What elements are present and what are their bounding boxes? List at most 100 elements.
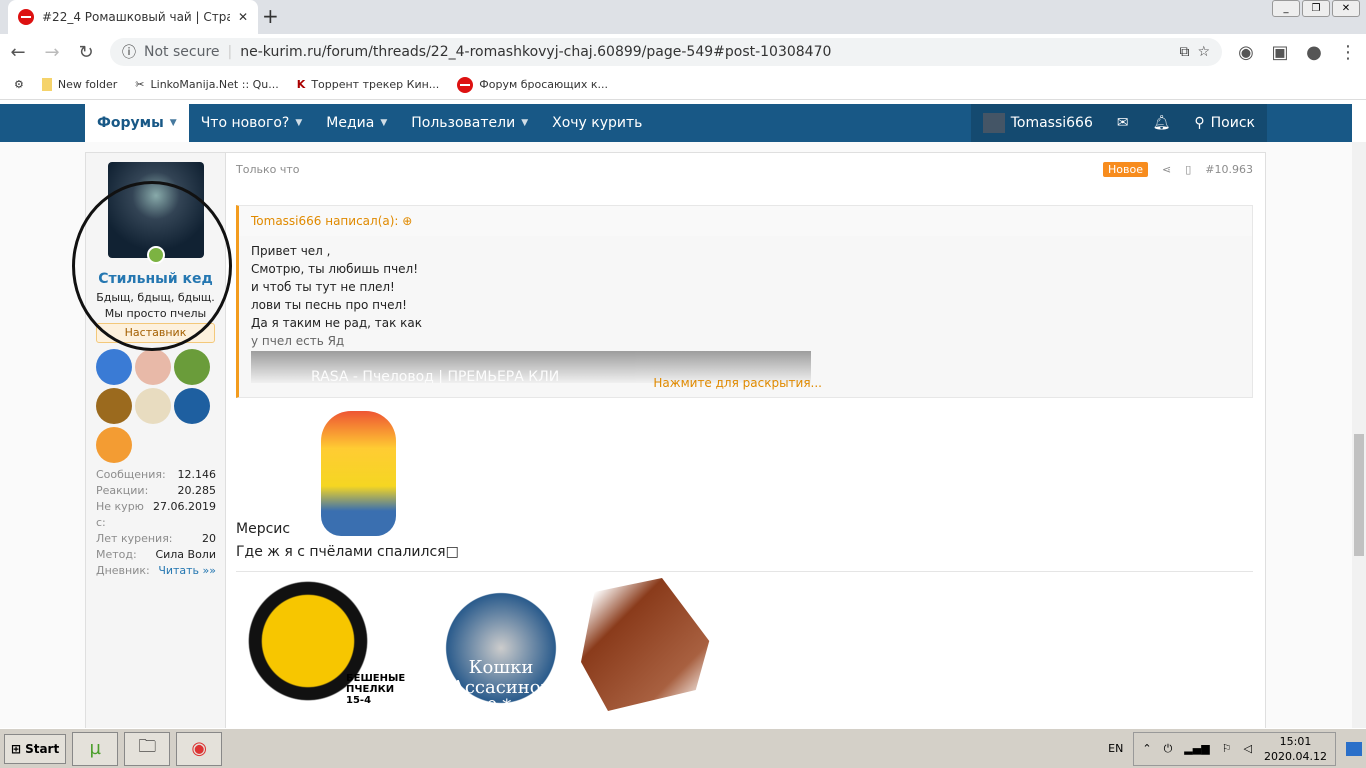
minion-sticker-image [321, 411, 396, 536]
user-stats: Сообщения:12.146 Реакции:20.285 Не курю … [96, 467, 216, 579]
scrollbar-thumb[interactable] [1354, 434, 1364, 556]
bookmark-label: Торрент трекер Кин... [311, 78, 440, 91]
nav-label: Медиа [326, 115, 375, 131]
bookmark-star-icon[interactable]: ☆ [1197, 44, 1210, 60]
show-hidden-icons[interactable]: ⌃ [1142, 742, 1152, 755]
browser-tab[interactable]: #22_4 Ромашковый чай | Страница ✕ [8, 0, 258, 34]
volume-icon[interactable]: ◁ [1243, 742, 1253, 755]
apps-icon[interactable]: ⚙ [14, 78, 24, 91]
signature-assassins-logo: Кошки Ассасинов 20⁂1 [431, 578, 571, 718]
post-time[interactable]: Только что [236, 163, 300, 176]
trophy-icon[interactable] [135, 349, 171, 385]
nav-whats-new[interactable]: Что нового? ▼ [189, 104, 315, 142]
extension2-icon[interactable]: ▣ [1271, 41, 1289, 63]
forward-icon[interactable]: → [44, 41, 60, 63]
explorer-taskbar-icon[interactable]: 🗀 [124, 731, 171, 766]
user-title-line: Мы просто пчелы [104, 307, 207, 320]
post-number[interactable]: #10.963 [1205, 163, 1253, 176]
inbox-icon[interactable]: ✉ [1104, 104, 1141, 142]
utorrent-taskbar-icon[interactable]: µ [72, 731, 119, 766]
chevron-down-icon[interactable]: ▼ [380, 118, 388, 128]
expand-quote-link[interactable]: Нажмите для раскрытия... [653, 376, 822, 390]
stat-row: Сообщения:12.146 [96, 467, 216, 483]
search-icon: ⚲ [1194, 115, 1205, 131]
chrome-taskbar-icon[interactable]: ◉ [176, 731, 223, 766]
flag-icon[interactable]: ⚐ [1221, 742, 1232, 755]
stat-row: Не курю с:27.06.2019 [96, 499, 216, 531]
new-badge: Новое [1103, 162, 1148, 177]
minimize-button[interactable]: _ [1272, 0, 1300, 17]
chevron-down-icon[interactable]: ▼ [169, 118, 177, 128]
back-icon[interactable]: ← [10, 41, 26, 63]
new-tab-button[interactable]: + [262, 4, 279, 28]
diary-link[interactable]: Читать »» [158, 564, 216, 577]
language-indicator[interactable]: EN [1108, 742, 1124, 755]
nav-want-smoke[interactable]: Хочу курить [540, 104, 654, 142]
bell-icon[interactable]: 🔔︎ [1140, 104, 1183, 142]
network-icon[interactable]: ▂▄▆ [1184, 742, 1210, 755]
stat-row: Лет курения: 20 [96, 531, 216, 547]
start-button[interactable]: ⊞Start [4, 733, 67, 764]
nav-search[interactable]: ⚲ Поиск [1182, 104, 1267, 142]
clock-date: 2020.04.12 [1264, 749, 1327, 763]
quote-line: лови ты песнь про пчел! [251, 298, 407, 312]
trophy-icon[interactable] [174, 388, 210, 424]
nav-label: Хочу курить [552, 115, 643, 131]
quote-author[interactable]: Tomassi666 написал(а): ⊕ [239, 206, 1252, 236]
trophy-icon[interactable] [135, 388, 171, 424]
windows-logo-icon: ⊞ [11, 741, 22, 756]
trophy-icon[interactable] [96, 349, 132, 385]
chevron-down-icon[interactable]: ▼ [521, 118, 529, 128]
maximize-button[interactable]: ❐ [1302, 0, 1330, 17]
share-icon[interactable]: ⋖ [1162, 163, 1172, 176]
quote-body: Привет чел , Смотрю, ты любишь пчел! и ч… [239, 236, 1252, 356]
signature-bees-logo: БЕШЕНЫЕ ПЧЕЛКИ 15-4 [238, 578, 413, 718]
open-in-app-icon[interactable]: ⧉ [1179, 44, 1190, 60]
page-scrollbar[interactable] [1352, 142, 1366, 728]
tab-close-button[interactable]: ✕ [237, 10, 248, 24]
extension-icon[interactable]: ◉ [1238, 41, 1254, 63]
trophy-icon[interactable] [96, 388, 132, 424]
url-text[interactable]: ne-kurim.ru/forum/threads/22_4-romashkov… [240, 44, 832, 60]
address-bar[interactable]: ⓘ Not secure | ne-kurim.ru/forum/threads… [110, 38, 1222, 66]
chevron-down-icon[interactable]: ▼ [295, 118, 303, 128]
user-avatar[interactable] [108, 162, 204, 258]
bookmark-label: LinkoManija.Net :: Qu... [150, 78, 279, 91]
stat-value: 20 [202, 532, 216, 545]
quote-line: у пчел есть Яд [251, 334, 345, 348]
video-embed[interactable]: RASA - Пчеловод | ПРЕМЬЕРА КЛИ [251, 351, 811, 383]
nav-user-account[interactable]: Tomassi666 [970, 104, 1105, 142]
quote-line: Привет чел , [251, 244, 331, 258]
menu-icon[interactable]: ⋮ [1339, 41, 1357, 63]
forum-nav: Форумы▼ Что нового? ▼ Медиа ▼ Пользователи… [0, 104, 1352, 142]
signature-divider [236, 571, 1253, 572]
nav-forums[interactable]: Форумы▼ [85, 104, 189, 142]
power-icon[interactable]: ⏻ [1163, 741, 1173, 755]
show-desktop-icon[interactable] [1346, 741, 1362, 756]
user-title: Бдыщ, бдыщ, бдыщ.Мы просто пчелы [86, 290, 225, 322]
tab-title: #22_4 Ромашковый чай | Страница [42, 10, 230, 24]
stat-key: Сообщения: [96, 468, 166, 481]
bookmark-icon[interactable]: ▯ [1185, 163, 1192, 176]
nav-users[interactable]: Пользователи▼ [399, 104, 540, 142]
bookmark-new-folder[interactable]: New folder [41, 78, 117, 91]
bookmark-forum[interactable]: Форум бросающих к... [457, 76, 608, 93]
reload-icon[interactable]: ↻ [78, 41, 94, 63]
nav-media[interactable]: Медиа ▼ [314, 104, 399, 142]
nav-label: Что нового? [200, 115, 290, 131]
trophy-icon[interactable] [174, 349, 210, 385]
close-window-button[interactable]: ✕ [1332, 0, 1360, 17]
username-link[interactable]: Стильный кед [98, 271, 213, 287]
profile-avatar[interactable]: ● [1306, 41, 1322, 63]
folder-icon [41, 78, 52, 91]
bookmark-linkomanija[interactable]: ✂LinkoManija.Net :: Qu... [135, 78, 278, 91]
trophy-icon[interactable] [96, 427, 132, 463]
info-icon[interactable]: ⓘ [122, 45, 136, 61]
post-user-panel: Стильный кед Бдыщ, бдыщ, бдыщ.Мы просто … [72, 153, 232, 731]
stat-key: Лет курения: [96, 532, 173, 545]
nav-label: Поиск [1210, 115, 1255, 131]
clock-time: 15:01 [1279, 734, 1312, 748]
